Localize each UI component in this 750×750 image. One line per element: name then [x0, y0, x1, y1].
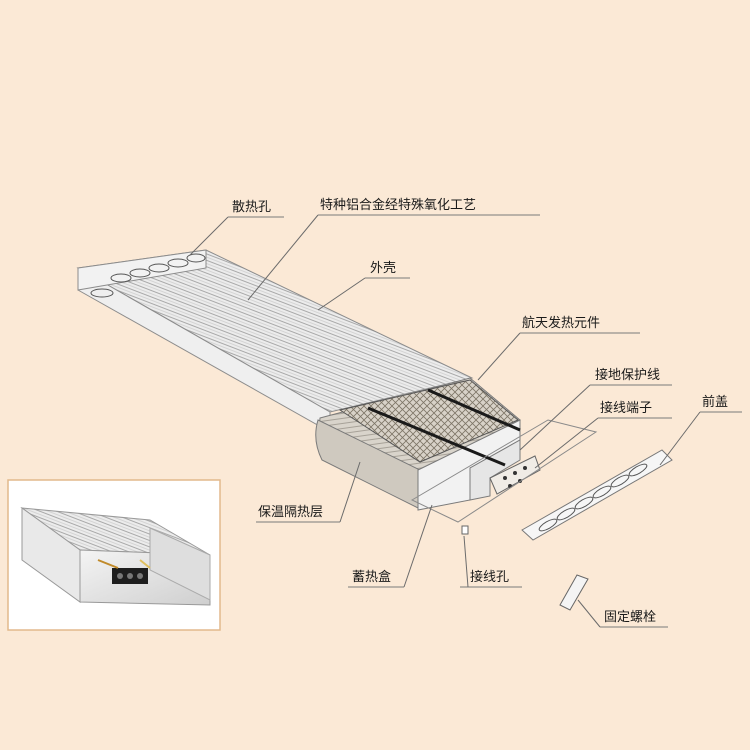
label-fixing-bolt: 固定螺栓	[604, 610, 656, 625]
product-photo-inset	[7, 479, 221, 631]
label-vent-holes: 散热孔	[232, 200, 271, 215]
leader-lines	[189, 214, 742, 628]
label-front-cover: 前盖	[702, 394, 728, 410]
outer-shell	[76, 249, 474, 433]
label-heat-box: 蓄热盒	[352, 569, 391, 585]
label-shell: 外壳	[370, 261, 396, 276]
vent-holes	[90, 253, 206, 298]
terminal-block	[489, 455, 541, 495]
front-cover	[521, 449, 673, 541]
heating-element	[338, 379, 521, 467]
label-insulation: 保温隔热层	[258, 505, 323, 520]
label-terminal: 接线端子	[600, 400, 652, 416]
wiring-hole-marker	[461, 525, 469, 535]
label-alloy-process: 特种铝合金经特殊氧化工艺	[320, 197, 476, 213]
fixing-bolt	[559, 574, 589, 611]
base-plate	[410, 419, 598, 523]
label-ground-wire: 接地保护线	[595, 367, 660, 383]
label-wiring-hole: 接线孔	[470, 569, 509, 585]
label-heating-element: 航天发热元件	[522, 315, 600, 331]
